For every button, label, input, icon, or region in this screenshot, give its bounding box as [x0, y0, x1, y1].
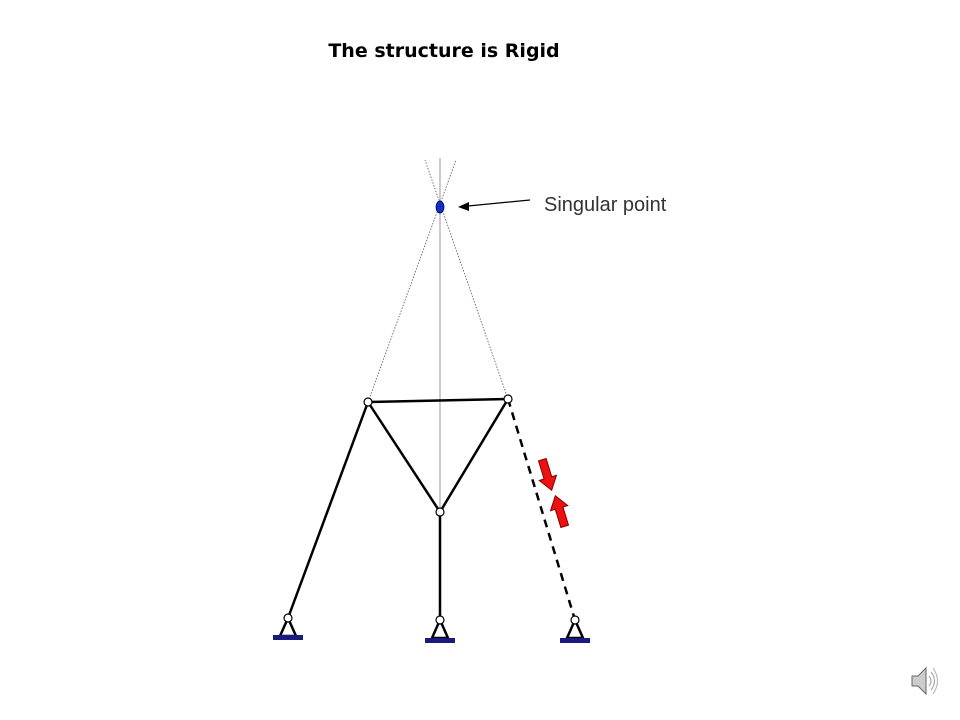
member-inner-right: [438, 398, 510, 513]
support-left: [273, 614, 303, 640]
singular-point-marker: [435, 200, 445, 214]
support-base: [425, 638, 455, 643]
construction-line-left: [367, 159, 457, 403]
support-base: [560, 638, 590, 643]
joint-center: [435, 507, 445, 517]
member-top: [367, 397, 509, 404]
singular-point-arrow: [458, 199, 531, 211]
support-base: [273, 635, 303, 640]
joint-support-middle: [435, 615, 445, 625]
joint-top-right: [503, 394, 513, 404]
members: [286, 397, 577, 621]
arrowhead-icon: [458, 202, 469, 211]
member-inner-left: [366, 401, 442, 513]
joint-top-left: [363, 397, 373, 407]
joints: [283, 394, 580, 625]
force-arrow-up-icon: [549, 494, 570, 529]
speaker-icon[interactable]: [911, 666, 939, 696]
joint-support-right: [570, 615, 580, 625]
bar-left: [286, 401, 370, 619]
construction-line-right: [424, 159, 509, 400]
singular-point-label: Singular point: [544, 194, 667, 216]
force-arrow-down-icon: [537, 457, 558, 492]
force-arrows: [537, 457, 570, 529]
construction-lines: [367, 158, 509, 512]
support-right: [560, 616, 590, 643]
bar-right-dashed: [506, 398, 577, 621]
joint-support-left: [283, 613, 293, 623]
slide-title: The structure is Rigid: [328, 40, 560, 62]
support-middle: [425, 616, 455, 643]
